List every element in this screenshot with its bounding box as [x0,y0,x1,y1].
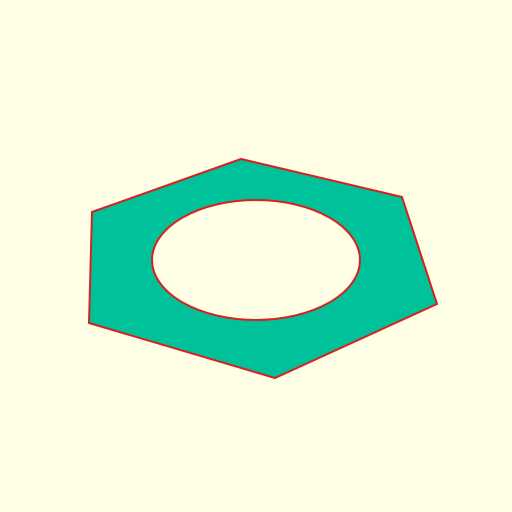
hexagon-ring-shape [88,158,438,379]
